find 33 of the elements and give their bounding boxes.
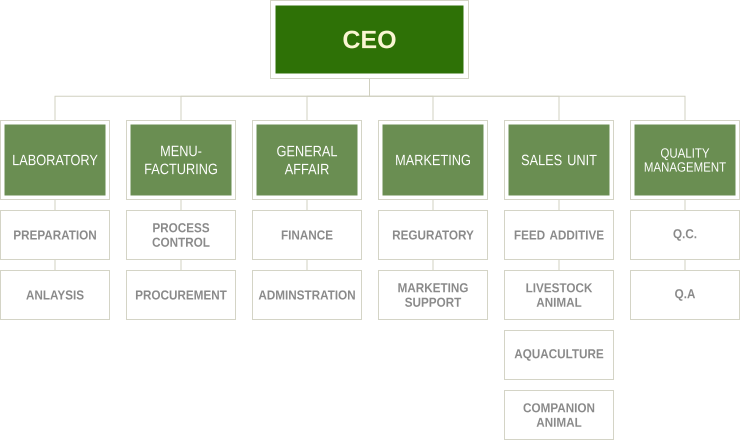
unit-box: MARKETING SUPPORT	[378, 270, 488, 320]
department-box: MENU- FACTURING	[126, 120, 236, 200]
connector-line	[180, 199, 182, 210]
department-box: QUALITY MANAGEMENT	[630, 120, 740, 200]
unit-box: LIVESTOCK ANIMAL	[504, 270, 614, 320]
unit-box: ANLAYSIS	[0, 270, 110, 320]
connector-line	[684, 199, 686, 210]
unit-box: PROCESS CONTROL	[126, 210, 236, 260]
department-box: SALES UNIT	[504, 120, 614, 200]
unit-box: FEED ADDITIVE	[504, 210, 614, 260]
connector-line	[558, 259, 560, 270]
unit-box: FINANCE	[252, 210, 362, 260]
unit-box: Q.A	[630, 270, 740, 320]
connector-line	[54, 199, 56, 210]
unit-box: REGURATORY	[378, 210, 488, 260]
connector-line	[432, 259, 434, 270]
unit-box: Q.C.	[630, 210, 740, 260]
department-box: GENERAL AFFAIR	[252, 120, 362, 200]
executive-box: CEO	[270, 0, 469, 79]
connector-line	[180, 259, 182, 270]
connector-line	[306, 259, 308, 270]
unit-box: ADMINSTRATION	[252, 270, 362, 320]
connector-line	[684, 259, 686, 270]
connector-line	[432, 199, 434, 210]
unit-box: COMPANION ANIMAL	[504, 390, 614, 440]
connector-line	[54, 259, 56, 270]
unit-box: PROCUREMENT	[126, 270, 236, 320]
unit-box: AQUACULTURE	[504, 330, 614, 380]
department-box: LABORATORY	[0, 120, 110, 200]
unit-box: PREPARATION	[0, 210, 110, 260]
department-box: MARKETING	[378, 120, 488, 200]
connector-line	[306, 199, 308, 210]
connector-line	[558, 199, 560, 210]
